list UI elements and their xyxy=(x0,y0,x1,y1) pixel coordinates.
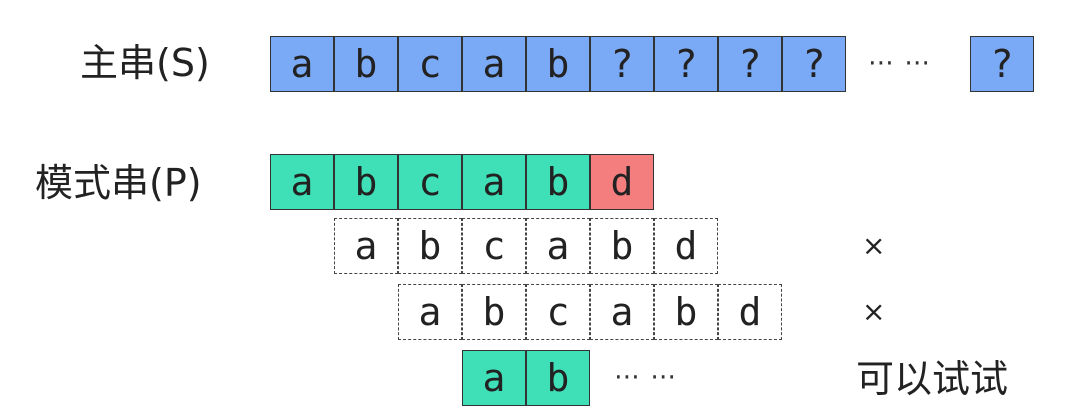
shift3-cell: b xyxy=(526,350,590,406)
shift2-cell: a xyxy=(590,284,654,340)
main-cell: ? xyxy=(654,36,718,92)
shift1-cell: a xyxy=(526,218,590,274)
main-cell: b xyxy=(526,36,590,92)
shift2-cross-mark: × xyxy=(862,295,886,328)
main-cell: a xyxy=(462,36,526,92)
shift3-note: 可以试试 xyxy=(856,357,1009,401)
main-string-label: 主串(S) xyxy=(80,41,210,85)
pattern-string-label: 模式串(P) xyxy=(35,161,202,205)
shift2-cell: b xyxy=(654,284,718,340)
shift1-cell: a xyxy=(334,218,398,274)
shift1-cross-mark: × xyxy=(862,229,886,262)
shift3-ellipsis: ⋯ ⋯ xyxy=(614,362,678,392)
pattern-cell-match: a xyxy=(270,154,334,210)
shift2-cell: b xyxy=(462,284,526,340)
main-cell: c xyxy=(398,36,462,92)
pattern-cell-match: b xyxy=(334,154,398,210)
shift1-cell: d xyxy=(654,218,718,274)
shift1-cell: b xyxy=(398,218,462,274)
main-cell: ? xyxy=(590,36,654,92)
shift2-cell: d xyxy=(718,284,782,340)
shift2-cell: a xyxy=(398,284,462,340)
shift1-cell: b xyxy=(590,218,654,274)
main-last-cell: ? xyxy=(970,36,1034,92)
main-ellipsis: ⋯ ⋯ xyxy=(868,48,932,78)
shift3-cell: a xyxy=(462,350,526,406)
pattern-cell-match: a xyxy=(462,154,526,210)
pattern-cell-match: b xyxy=(526,154,590,210)
main-cell: ? xyxy=(782,36,846,92)
pattern-cell-mismatch: d xyxy=(590,154,654,210)
pattern-cell-match: c xyxy=(398,154,462,210)
main-cell: ? xyxy=(718,36,782,92)
shift2-cell: c xyxy=(526,284,590,340)
shift1-cell: c xyxy=(462,218,526,274)
main-cell: a xyxy=(270,36,334,92)
main-cell: b xyxy=(334,36,398,92)
